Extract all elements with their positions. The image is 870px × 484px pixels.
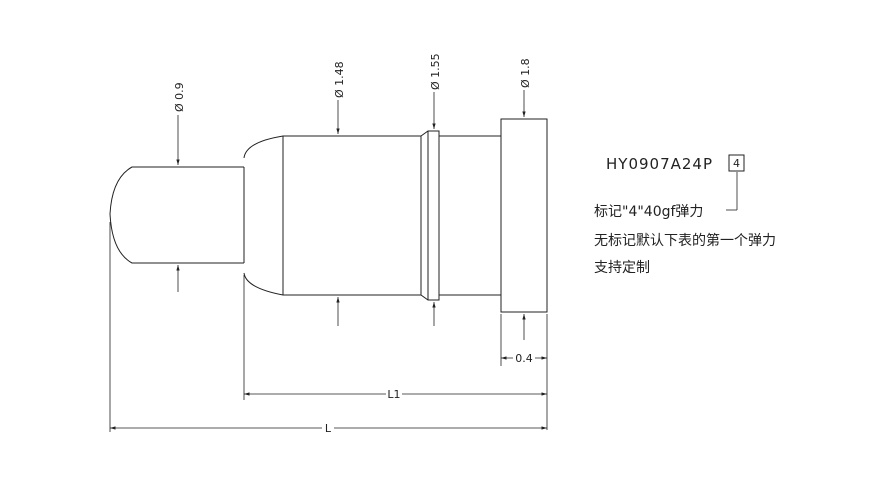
marker-number: 4 [733,157,740,170]
marker-box [728,154,745,172]
barrel-body [243,135,421,296]
head-flange [500,118,548,313]
note-line-2: 无标记默认下表的第一个弹力 [594,232,776,249]
dim-d-tip: Ø 0.9 [173,82,186,112]
barrel-groove [420,130,440,301]
barrel-rear [439,135,501,296]
dim-d-head: Ø 1.8 [519,58,532,88]
dim-l1: L1 [387,388,400,401]
plunger-tip [109,166,244,264]
note-line-1: 标记"4"40gf弹力 [594,204,703,220]
part-number: HY0907A24P [606,155,713,173]
dim-l: L [325,422,332,435]
note-line-3: 支持定制 [594,260,650,276]
dim-d-groove: Ø 1.55 [429,53,442,90]
dim-d-body: Ø 1.48 [333,61,346,98]
dim-head-length: 0.4 [515,352,533,365]
